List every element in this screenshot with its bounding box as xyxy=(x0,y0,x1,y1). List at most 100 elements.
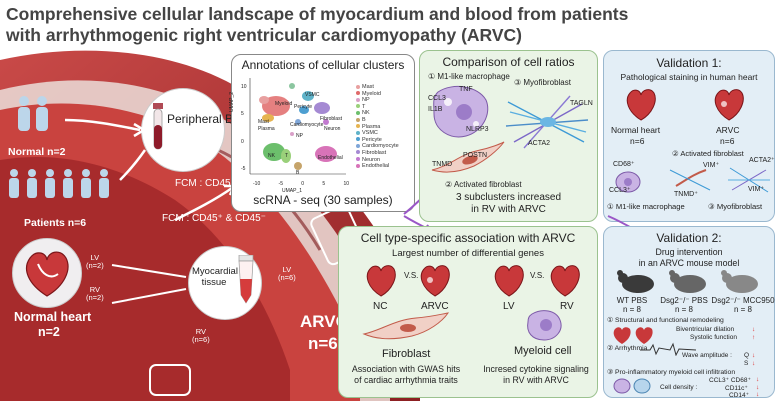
arrow-down-icon: ↓ xyxy=(756,384,760,391)
validation2-panel xyxy=(603,226,775,398)
cluster-label-cardiomyocyte: Cardiomyocyte xyxy=(290,122,324,128)
group-dsg2-mcc950-label: Dsg2⁻/⁻ MCC950 xyxy=(711,296,775,305)
ecg-waveform-icon xyxy=(640,342,696,356)
assoc-title: Cell type-specific association with ARVC xyxy=(360,231,576,245)
legend-item: T xyxy=(356,104,399,111)
lv-heart-icon xyxy=(494,265,524,297)
cluster-label-endothelial: Endothelial xyxy=(318,155,343,161)
legend-text: Endothelial xyxy=(362,163,390,170)
mice-icons xyxy=(617,270,758,293)
legend-text: T xyxy=(362,103,366,110)
assoc-arvc-label: ARVC xyxy=(421,301,449,312)
umap-ylabel: UMAP_2 xyxy=(229,91,235,112)
val2-sub1: Drug intervention xyxy=(655,247,723,257)
rv-label: RV xyxy=(560,301,574,312)
marker-cd14: CD14⁺ xyxy=(729,392,750,399)
val2-subtitle: Drug intervention in an ARVC mouse model xyxy=(603,247,775,268)
xtick: 10 xyxy=(343,181,349,187)
normal-people-icon xyxy=(18,96,48,131)
myofib-label: ③ Myofibroblast xyxy=(514,78,571,87)
arvc-heart-icon xyxy=(420,265,450,297)
legend-swatch xyxy=(356,143,360,148)
cluster-label-mast: Mast xyxy=(258,119,269,125)
val2-sub2: in an ARVC mouse model xyxy=(638,257,740,268)
fib-desc-line2: of cardiac arrhythmia traits xyxy=(354,375,458,385)
cluster-label-plasma: Plasma xyxy=(258,126,275,132)
normal-heart-icon xyxy=(26,251,69,297)
legend-swatch xyxy=(356,117,360,122)
gene-tnmd: TNMD xyxy=(432,161,453,168)
legend-text: Myeloid xyxy=(362,90,381,97)
legend-item: Mast xyxy=(356,84,399,91)
legend-item: VSMC xyxy=(356,130,399,137)
cluster-label-fibroblast: Fibroblast xyxy=(320,116,342,122)
val2-item3: ③ Pro-inflammatory myeloid cell infiltra… xyxy=(607,369,736,376)
xtick: -5 xyxy=(278,181,283,187)
val2-wave: Wave amplitude : xyxy=(682,352,732,359)
lv-arvc-label: LV (n=6) xyxy=(278,266,296,282)
umap-legend: Mast Myeloid NP T NK B Plasma VSMC Peric… xyxy=(356,84,399,170)
val1-arvc-n: n=6 xyxy=(720,136,735,146)
marker-cd11c: CD11c⁺ xyxy=(725,385,748,392)
fibroblast-cell-icon xyxy=(362,312,450,340)
val2-s: S xyxy=(744,360,749,367)
normal-count-label: Normal n=2 xyxy=(8,146,66,158)
cluster-label-b: B xyxy=(296,170,300,176)
val2-title: Validation 2: xyxy=(656,231,722,245)
umap-yticks: 10 5 0 -5 xyxy=(241,84,247,172)
legend-item: Fibroblast xyxy=(356,150,399,157)
lv-normal-n: (n=2) xyxy=(86,261,104,270)
cluster-label-pericyte: Pericyte xyxy=(294,104,313,110)
xtick: -10 xyxy=(253,181,261,187)
legend-item: Plasma xyxy=(356,124,399,131)
figure-title: Comprehensive cellular landscape of myoc… xyxy=(6,4,776,46)
val2-sys: Systolic function xyxy=(690,334,737,341)
marker-ccl3: CCL3⁺ xyxy=(609,187,631,194)
legend-text: NK xyxy=(362,110,370,117)
myeloid-cluster-icon xyxy=(613,378,651,394)
m1-label: ① M1-like macrophage xyxy=(428,72,510,81)
cluster-label-nk: NK xyxy=(268,153,275,159)
cluster-label-np: NP xyxy=(296,133,303,139)
myocardial-tissue-label: Myocardial tissue xyxy=(192,266,238,288)
association-panel xyxy=(338,226,598,398)
rv-arvc-n: (n=6) xyxy=(192,335,210,344)
cluster-label-vsmc: VSMC xyxy=(305,92,320,98)
arrow-down-icon: ↓ xyxy=(756,376,760,383)
fcm-cd45-label: FCM : CD45⁺ xyxy=(175,178,236,189)
val2-biv: Biventricular dilation xyxy=(676,326,735,333)
arvc-n: n=6 xyxy=(308,334,338,353)
umap-xticks: -10 -5 0 5 10 xyxy=(253,181,349,187)
val1-myofib-label: ③ Myofibroblast xyxy=(708,202,763,211)
val2-item2: ② Arrhythmia xyxy=(607,345,648,352)
legend-item: B xyxy=(356,117,399,124)
ytick: 0 xyxy=(241,138,244,145)
rv-arvc-label: RV (n=6) xyxy=(192,328,210,344)
arrow-up-icon: ↑ xyxy=(752,334,756,341)
myofibroblast-icon xyxy=(505,95,589,149)
title-line-1: Comprehensive cellular landscape of myoc… xyxy=(6,4,629,24)
legend-swatch xyxy=(356,150,360,155)
lv-normal-label: LV (n=2) xyxy=(86,254,104,270)
cluster-label-myeloid: Myeloid xyxy=(275,101,293,107)
tissue-tube-icon xyxy=(238,255,254,304)
arrow-down-icon: ↓ xyxy=(752,326,756,333)
group-wt-label: WT PBS xyxy=(616,296,648,305)
ytick: 5 xyxy=(241,111,244,118)
marker-vim-1: VIM⁺ xyxy=(703,162,720,169)
legend-text: VSMC xyxy=(362,130,378,137)
fcm-cd45-cd45neg-label: FCM : CD45⁺ & CD45⁻ xyxy=(162,213,266,224)
group-wt: WT PBS n = 8 xyxy=(607,296,657,314)
vs-label-2: V.S. xyxy=(530,271,545,280)
xtick: 0 xyxy=(301,181,305,187)
legend-text: Plasma xyxy=(362,123,381,130)
blood-tube-icon xyxy=(153,103,163,150)
ytick: -5 xyxy=(241,165,246,172)
assoc-subtitle: Largest number of differential genes xyxy=(392,248,544,259)
fibroblast-desc: Association with GWAS hits of cardiac ar… xyxy=(344,364,468,386)
legend-item: NP xyxy=(356,97,399,104)
marker-cd68: CD68⁺ xyxy=(613,161,635,168)
ratio-summary-line2: in RV with ARVC xyxy=(471,204,546,215)
legend-text: Mast xyxy=(362,84,374,90)
legend-item: Cardiomyocyte xyxy=(356,143,399,150)
